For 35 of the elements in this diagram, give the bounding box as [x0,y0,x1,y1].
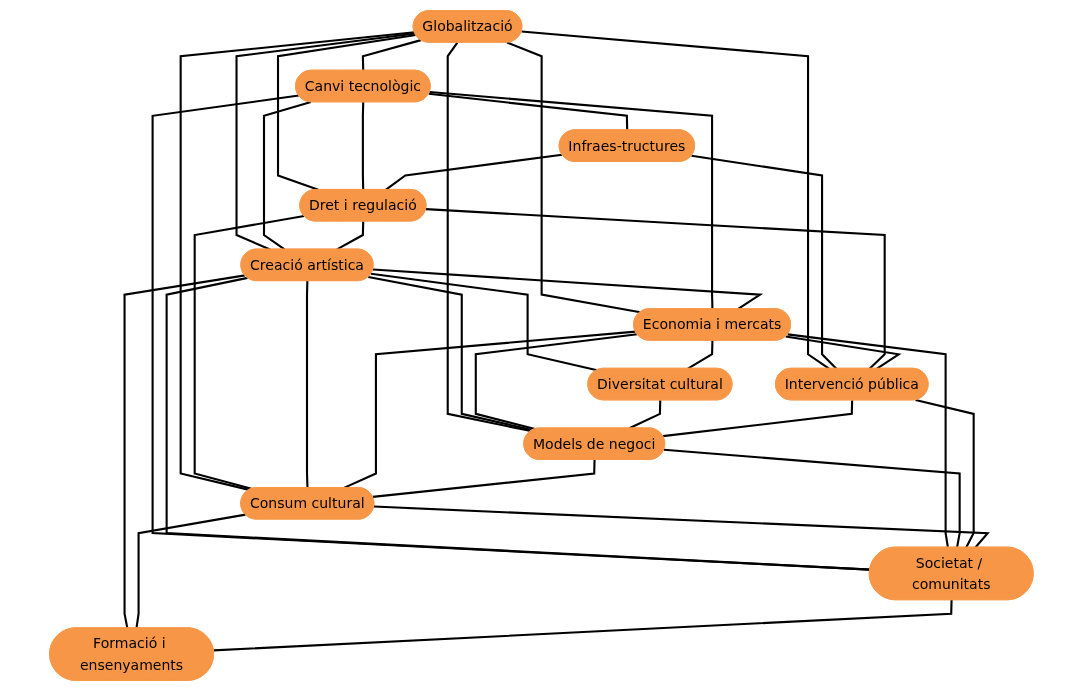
connector [336,221,365,251]
connector [361,102,365,190]
connector [429,90,714,310]
connector [123,274,246,629]
connector [425,208,886,370]
connector [368,275,533,432]
connector [263,101,312,251]
connector [193,215,305,490]
connector [372,268,764,310]
connector [787,333,950,548]
connector [785,335,902,370]
connector [428,92,629,131]
connector [521,30,830,370]
connector [687,340,714,370]
connector [165,276,871,571]
connector [506,41,641,314]
connector [235,32,416,251]
connector [277,33,417,191]
connector [179,31,415,491]
connector [385,153,563,191]
connector [374,505,990,549]
connector [361,39,422,71]
connector [370,272,598,372]
connector [343,330,636,489]
connector [446,41,532,433]
connector [306,280,309,488]
connector [691,154,838,370]
connector [662,400,854,438]
connector [915,398,975,548]
connector [663,448,961,548]
connector [213,600,953,652]
connector [135,513,246,629]
connector [372,459,596,498]
connector [151,94,871,571]
connector [474,333,638,431]
